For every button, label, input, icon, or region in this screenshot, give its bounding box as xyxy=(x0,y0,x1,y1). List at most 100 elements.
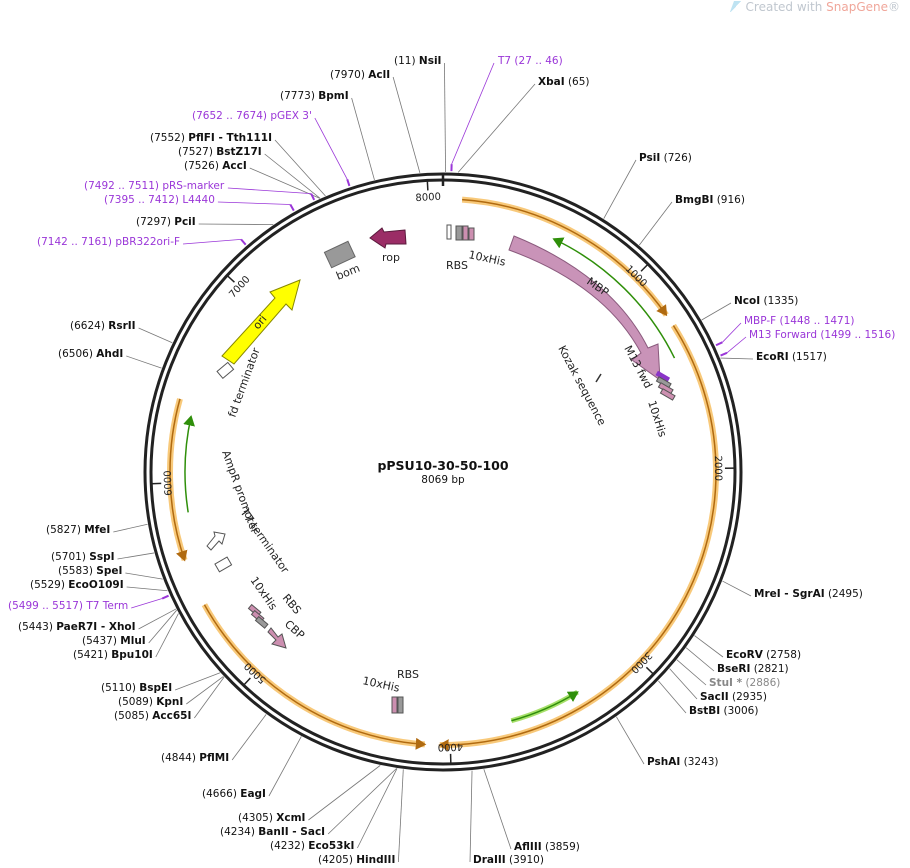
site-line-berei xyxy=(685,647,715,672)
site-label-banii[interactable]: (4234) BanII - SacI xyxy=(220,826,325,838)
primer-label-rsmarker[interactable]: (7492 .. 7511) pRS-marker xyxy=(84,180,225,192)
site-label-sacii[interactable]: SacII (2935) xyxy=(700,691,767,703)
site-label-acci[interactable]: (7526) AccI xyxy=(184,160,247,172)
site-label-kpni[interactable]: (5089) KpnI xyxy=(118,696,183,708)
site-label-rsrii[interactable]: (6624) RsrII xyxy=(70,320,136,332)
site-label-bpu10i[interactable]: (5421) Bpu10I xyxy=(73,649,153,661)
site-label-acc65i[interactable]: (5085) Acc65I xyxy=(114,710,191,722)
site-label-ecorv[interactable]: EcoRV (2758) xyxy=(726,649,801,661)
tick-mark-3000 xyxy=(645,666,655,675)
tick-mark-8000 xyxy=(426,180,429,191)
site-label-xcmi[interactable]: (4305) XcmI xyxy=(238,812,305,824)
rbs-top-label: RBS xyxy=(446,259,468,272)
bom-feature[interactable] xyxy=(323,240,356,269)
his-rbs-bottom[interactable] xyxy=(391,696,404,714)
site-line-mlui xyxy=(148,609,178,644)
t7-terminator-label: T7 terminator xyxy=(237,505,292,576)
green-arc-mbp[interactable] xyxy=(552,237,676,359)
m13-his-right[interactable] xyxy=(655,370,676,401)
site-line-bmgbi xyxy=(638,201,673,246)
site-label-mfei[interactable]: (5827) MfeI xyxy=(46,524,110,536)
orf-arrow-bottom[interactable] xyxy=(203,604,427,750)
site-label-bstz17i[interactable]: (7527) BstZ17I xyxy=(178,146,262,158)
t7-terminator-feature[interactable] xyxy=(214,556,233,573)
plasmid-length: 8069 bp xyxy=(421,474,465,486)
primer-line-pbr322ori xyxy=(182,238,242,245)
site-line-ncoi xyxy=(701,302,732,321)
site-label-pflmi[interactable]: (4844) PflMI xyxy=(161,752,229,764)
site-label-acli[interactable]: (7970) AclI xyxy=(330,69,390,81)
site-label-eco53ki[interactable]: (4232) Eco53kI xyxy=(270,840,354,852)
site-line-eco53ki xyxy=(357,768,398,849)
site-label-bstbi[interactable]: BstBI (3006) xyxy=(689,705,758,717)
primer-label-t7term[interactable]: (5499 .. 5517) T7 Term xyxy=(8,600,128,612)
site-line-eco0109i xyxy=(126,586,168,592)
site-label-pshai[interactable]: PshAI (3243) xyxy=(647,756,719,768)
primer-mark-pbr322ori xyxy=(240,238,247,246)
site-label-ncoi[interactable]: NcoI (1335) xyxy=(734,295,798,307)
site-label-bspei[interactable]: (5110) BspEI xyxy=(101,682,172,694)
primer-label-pgex3[interactable]: (7652 .. 7674) pGEX 3' xyxy=(192,110,312,122)
primer-label-m13fwd_p[interactable]: M13 Forward (1499 .. 1516) xyxy=(749,329,895,341)
site-line-pflmi xyxy=(231,714,267,761)
tick-mark-7000 xyxy=(226,274,235,283)
site-label-ahdi[interactable]: (6506) AhdI xyxy=(58,348,123,360)
orf-arrow-left[interactable] xyxy=(169,398,188,562)
site-label-eco0109i[interactable]: (5529) EcoO109I xyxy=(30,579,124,591)
site-line-draiii xyxy=(469,770,473,863)
site-line-acli xyxy=(392,76,421,173)
primer-label-mbpf[interactable]: MBP-F (1448 .. 1471) xyxy=(744,315,855,327)
site-line-sacii xyxy=(669,668,698,700)
ori-feature[interactable] xyxy=(221,279,301,365)
site-label-eagi[interactable]: (4666) EagI xyxy=(202,788,266,800)
site-labels: (11) NsiI (7970) AclI (7773) BpmI (7552) Pf… xyxy=(8,55,895,866)
his-bottom-label: 10xHis xyxy=(361,674,401,695)
site-lines xyxy=(113,62,754,863)
site-line-acc65i xyxy=(194,676,225,719)
orf-arrow-top[interactable] xyxy=(462,198,668,317)
orf-arc-bottom[interactable] xyxy=(201,603,426,748)
green-arc-6000[interactable] xyxy=(183,415,195,513)
site-label-afliii[interactable]: AflIII (3859) xyxy=(514,841,580,853)
site-label-mrei[interactable]: MreI - SgrAI (2495) xyxy=(754,588,863,600)
site-line-ecori xyxy=(720,357,754,360)
primer-label-l4440[interactable]: (7395 .. 7412) L4440 xyxy=(104,194,215,206)
rop-feature[interactable] xyxy=(369,227,407,249)
his-cbp-left[interactable] xyxy=(247,603,287,649)
green-arc-3000[interactable] xyxy=(511,691,579,722)
site-label-bpmi[interactable]: (7773) BpmI xyxy=(280,90,349,102)
site-label-hindiii[interactable]: (4205) HindIII xyxy=(318,854,395,866)
primer-label-t7[interactable]: T7 (27 .. 46) xyxy=(497,55,563,67)
site-label-draiii[interactable]: DraIII (3910) xyxy=(473,854,544,866)
site-label-pflfi[interactable]: (7552) PflFI - Tth111I xyxy=(150,132,272,144)
tick-mark-5000 xyxy=(243,677,251,686)
fd-terminator-feature[interactable] xyxy=(216,361,235,380)
site-line-pflfi xyxy=(274,139,326,197)
site-label-stui[interactable]: StuI * (2886) xyxy=(709,677,780,689)
site-label-ecori[interactable]: EcoRI (1517) xyxy=(756,351,827,363)
site-line-bpmi xyxy=(351,97,375,181)
site-label-mlui[interactable]: (5437) MluI xyxy=(82,635,146,647)
site-label-pcii[interactable]: (7297) PciI xyxy=(136,216,196,228)
primer-line-t7term xyxy=(131,598,163,609)
orf-arrow-right[interactable] xyxy=(438,325,717,752)
site-label-sspi[interactable]: (5701) SspI xyxy=(51,551,115,563)
site-label-nsii[interactable]: (11) NsiI xyxy=(394,55,441,67)
site-label-psii[interactable]: PsiI (726) xyxy=(639,152,692,164)
site-label-berei[interactable]: BseRI (2821) xyxy=(717,663,789,675)
site-label-xbai[interactable]: XbaI (65) xyxy=(538,76,590,88)
site-line-nsii xyxy=(444,62,446,173)
rbs-his-top[interactable] xyxy=(446,224,475,241)
site-label-spei[interactable]: (5583) SpeI xyxy=(58,565,122,577)
primer-line-t7 xyxy=(451,62,495,165)
tick-label-8000: 8000 xyxy=(415,192,441,204)
primer-line-m13fwd_p xyxy=(726,336,747,354)
ampr-promoter-feature[interactable] xyxy=(206,531,226,551)
primer-label-pbr322ori[interactable]: (7142 .. 7161) pBR322ori-F xyxy=(37,236,180,248)
primer-line-pgex3 xyxy=(314,117,348,180)
site-label-paer7i[interactable]: (5443) PaeR7I - XhoI xyxy=(18,621,136,633)
site-label-bmgbi[interactable]: BmgBI (916) xyxy=(675,194,745,206)
plasmid-name: pPSU10-30-50-100 xyxy=(377,458,508,473)
mbp-feature[interactable] xyxy=(508,235,661,382)
